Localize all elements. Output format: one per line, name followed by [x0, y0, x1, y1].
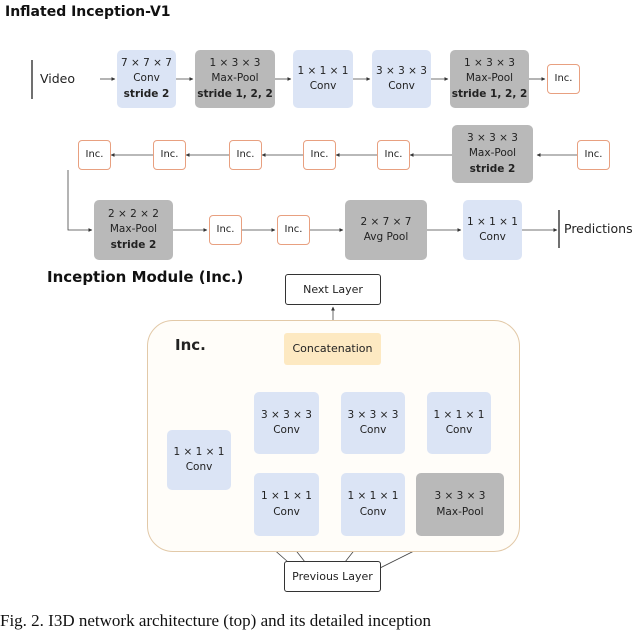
pool-stride: stride 2: [110, 238, 157, 251]
branch-c-conv-1x1x1: 1 × 1 × 1 Conv: [341, 473, 405, 536]
inc-block: Inc.: [229, 140, 262, 170]
inc-block: Inc.: [547, 64, 580, 94]
concatenation-node: Concatenation: [284, 333, 381, 365]
conv-1x1x1-final: 1 × 1 × 1 Conv: [463, 200, 522, 260]
branch-b-conv-3x3x3: 3 × 3 × 3 Conv: [254, 392, 319, 454]
conv-type: Conv: [445, 424, 473, 436]
inc-block: Inc.: [78, 140, 111, 170]
arrow-inc-pool4: [67, 170, 93, 232]
pool-kernel: 2 × 2 × 2: [108, 208, 159, 221]
pool-stride: stride 2: [469, 162, 516, 175]
branch-d-maxpool-3x3x3: 3 × 3 × 3 Max-Pool: [416, 473, 504, 536]
conv-3x3x3-a: 3 × 3 × 3 Conv: [372, 50, 431, 108]
pool-type: Max-Pool: [436, 505, 484, 518]
conv-kernel: 1 × 1 × 1: [467, 215, 518, 228]
figure-caption: Fig. 2. I3D network architecture (top) a…: [0, 611, 432, 630]
conv-type: Conv: [273, 424, 300, 436]
pool-kernel: 2 × 7 × 7: [360, 215, 412, 228]
conv-kernel: 7 × 7 × 7: [121, 57, 172, 70]
pool-kernel: 3 × 3 × 3: [434, 490, 486, 503]
maxpool-3x3x3: 3 × 3 × 3 Max-Pool stride 2: [452, 125, 533, 183]
pool-stride: stride 1, 2, 2: [197, 87, 273, 100]
inc-block: Inc.: [303, 140, 336, 170]
conv-type: Conv: [388, 80, 415, 92]
conv-kernel: 1 × 1 × 1: [433, 408, 485, 421]
architecture-title: Inflated Inception-V1: [5, 4, 171, 20]
module-title: Inception Module (Inc.): [47, 268, 244, 286]
pool-kernel: 1 × 3 × 3: [209, 57, 261, 70]
conv-kernel: 3 × 3 × 3: [347, 408, 399, 421]
conv-kernel: 3 × 3 × 3: [261, 408, 312, 421]
conv-1x1x1-a: 1 × 1 × 1 Conv: [293, 50, 353, 108]
conv-type: Conv: [479, 231, 506, 243]
conv-type: Conv: [359, 505, 387, 518]
branch-a-conv-1x1x1: 1 × 1 × 1 Conv: [167, 430, 231, 490]
conv-type: Conv: [133, 72, 160, 85]
maxpool-1x3x3-a: 1 × 3 × 3 Max-Pool stride 1, 2, 2: [195, 50, 275, 108]
pool-type: Avg Pool: [363, 231, 409, 243]
branch-c-conv-3x3x3: 3 × 3 × 3 Conv: [341, 392, 405, 454]
maxpool-1x3x3-b: 1 × 3 × 3 Max-Pool stride 1, 2, 2: [450, 50, 529, 108]
conv-type: Conv: [185, 461, 213, 473]
conv-kernel: 1 × 1 × 1: [297, 64, 349, 77]
conv-7x7x7: 7 × 7 × 7 Conv stride 2: [117, 50, 176, 108]
pool-kernel: 3 × 3 × 3: [467, 132, 518, 145]
pool-type: Max-Pool: [468, 147, 517, 160]
next-layer-node: Next Layer: [285, 274, 381, 305]
module-label: Inc.: [175, 336, 206, 354]
branch-b-conv-1x1x1: 1 × 1 × 1 Conv: [254, 473, 319, 536]
conv-type: Conv: [273, 505, 300, 518]
conv-kernel: 1 × 1 × 1: [173, 445, 225, 458]
avgpool-2x7x7: 2 × 7 × 7 Avg Pool: [345, 200, 427, 260]
pool-kernel: 1 × 3 × 3: [464, 57, 515, 70]
conv-kernel: 1 × 1 × 1: [347, 490, 399, 503]
pool-type: Max-Pool: [109, 223, 158, 236]
branch-d-conv-1x1x1: 1 × 1 × 1 Conv: [427, 392, 491, 454]
conv-kernel: 3 × 3 × 3: [376, 64, 427, 77]
maxpool-2x2x2: 2 × 2 × 2 Max-Pool stride 2: [94, 200, 173, 260]
predictions-output: Predictions: [564, 220, 633, 236]
pool-type: Max-Pool: [465, 72, 514, 85]
inc-block: Inc.: [277, 215, 310, 245]
inc-block: Inc.: [153, 140, 186, 170]
conv-kernel: 1 × 1 × 1: [261, 490, 312, 503]
inc-block: Inc.: [577, 140, 610, 170]
pool-type: Max-Pool: [211, 72, 259, 85]
conv-type: Conv: [309, 80, 337, 92]
video-input: Video: [40, 70, 76, 86]
inc-block: Inc.: [209, 215, 242, 245]
inc-block: Inc.: [377, 140, 410, 170]
pool-stride: stride 1, 2, 2: [451, 87, 528, 100]
conv-stride: stride 2: [123, 87, 170, 100]
conv-type: Conv: [359, 424, 387, 436]
previous-layer-node: Previous Layer: [284, 561, 381, 592]
